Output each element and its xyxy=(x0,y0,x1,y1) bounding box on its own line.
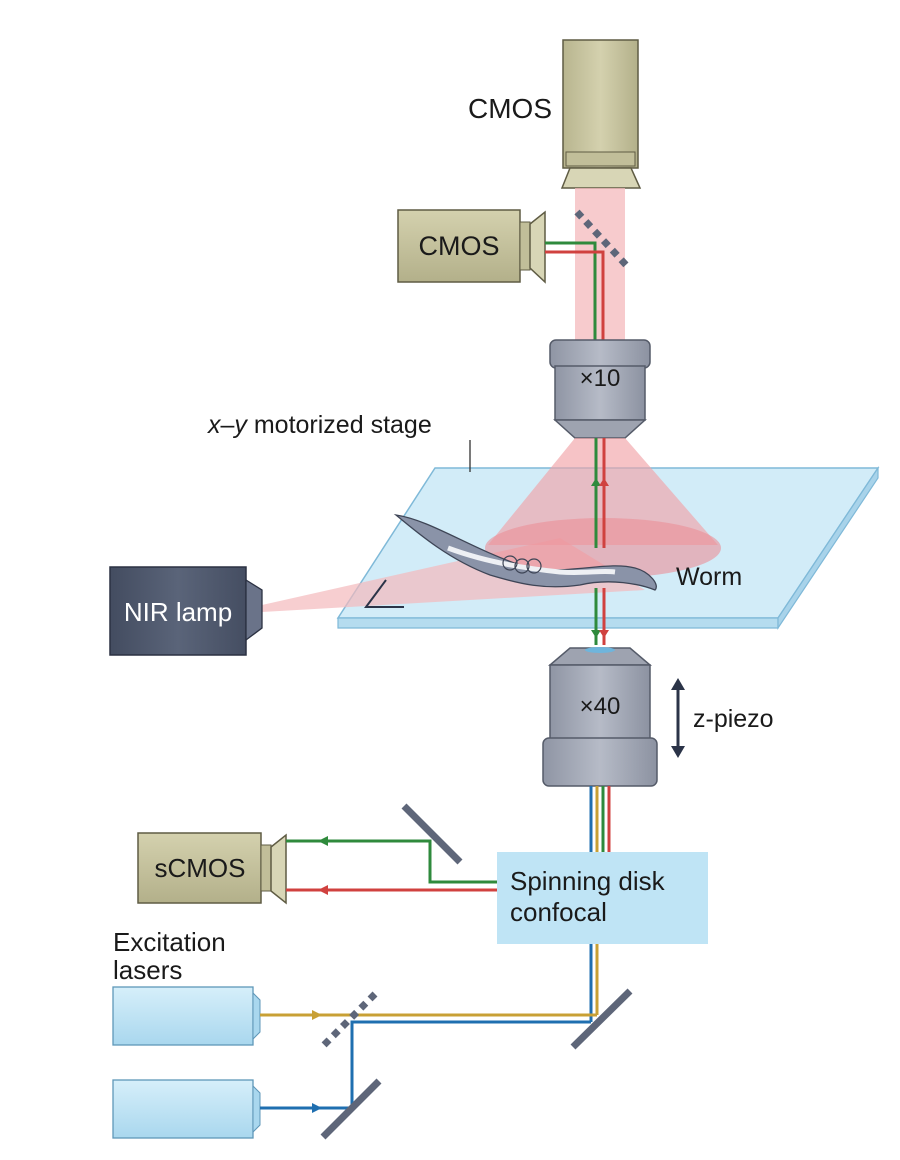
beams-40x-to-confocal xyxy=(589,786,611,852)
stage-label: x–y motorized stage xyxy=(207,411,432,439)
worm-label: Worm xyxy=(676,563,742,591)
nir-lamp xyxy=(109,566,263,656)
stage-axes-icon xyxy=(364,579,404,608)
cmos-side-label: CMOS xyxy=(419,231,500,261)
scmos-camera xyxy=(137,832,287,905)
nir-lamp-label: NIR lamp xyxy=(124,597,232,627)
spinning-disk-confocal xyxy=(497,852,708,944)
excitation-label-line2: lasers xyxy=(113,955,182,985)
nir-light-column xyxy=(575,188,625,340)
green-beam-to-scmos xyxy=(286,839,497,884)
confocal-label-line2: confocal xyxy=(510,897,607,927)
scmos-label: sCMOS xyxy=(155,853,246,883)
excitation-laser-2 xyxy=(112,1079,261,1139)
z-piezo-label: z-piezo xyxy=(693,705,774,733)
worm xyxy=(393,514,657,591)
objective-10x-label: ×10 xyxy=(580,365,621,392)
objective-40x-label: ×40 xyxy=(580,693,621,720)
z-piezo-arrow xyxy=(671,678,685,758)
objective-40x xyxy=(542,647,658,787)
mirror-scmos xyxy=(401,803,463,865)
cmos-top-label: CMOS xyxy=(468,93,552,124)
cmos-camera-side xyxy=(397,209,546,284)
objective-10x xyxy=(549,339,651,439)
mirror-bottom-right xyxy=(570,988,633,1050)
cmos-camera-top xyxy=(560,39,642,189)
mirror-blue-laser xyxy=(320,1078,382,1140)
red-beam-side-cmos xyxy=(545,250,605,340)
excitation-laser-1 xyxy=(112,986,261,1046)
excitation-label-line1: Excitation xyxy=(113,927,226,957)
green-beam-side-cmos xyxy=(545,241,597,340)
confocal-label-line1: Spinning disk xyxy=(510,866,666,896)
blue-laser-beam xyxy=(260,1020,591,1110)
central-beams xyxy=(591,438,609,645)
